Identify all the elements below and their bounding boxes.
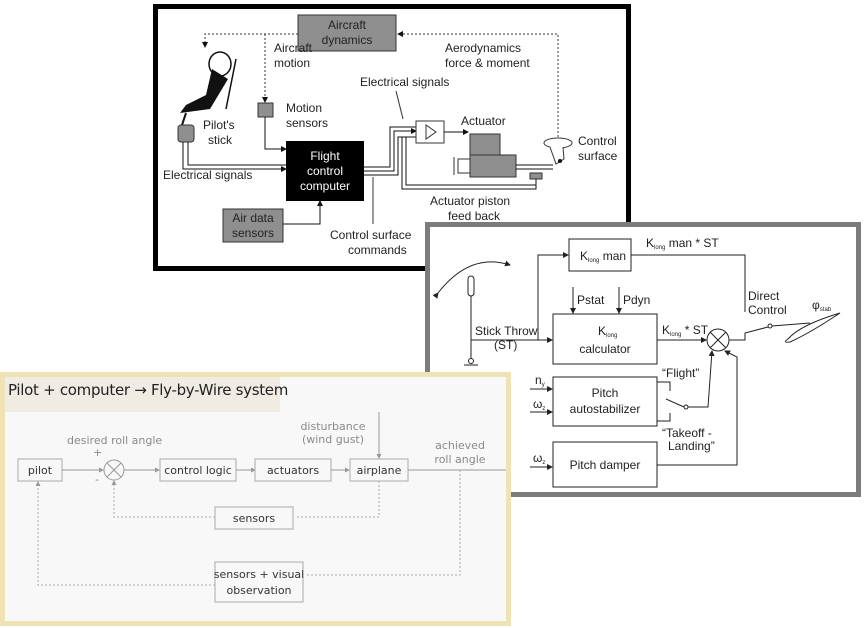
svg-text:dynamics: dynamics <box>322 33 373 47</box>
svg-text:Klong * ST: Klong * ST <box>662 323 709 338</box>
pilot-figure-icon <box>180 51 237 126</box>
svg-text:calculator: calculator <box>579 342 630 356</box>
svg-text:motion: motion <box>274 56 310 70</box>
longitudinal-control-diagram: Stick Throw (ST) Klong man Klong man * S… <box>425 222 861 497</box>
pitch-damper-box: Pitch damper <box>552 441 658 488</box>
svg-text:airplane: airplane <box>357 464 402 477</box>
klong-calculator-box: Klong calculator <box>552 313 658 365</box>
svg-text:Klong man * ST: Klong man * ST <box>646 236 719 251</box>
svg-text:Actuator: Actuator <box>461 114 506 128</box>
svg-text:Klong man: Klong man <box>580 249 626 264</box>
svg-text:Pstat: Pstat <box>577 293 605 307</box>
svg-text:Electrical signals: Electrical signals <box>163 168 252 182</box>
svg-text:feed back: feed back <box>448 209 501 223</box>
control-surface-icon <box>543 137 573 165</box>
pitch-autostabilizer-box: Pitch autostabilizer <box>552 376 658 427</box>
aircraft-dynamics-box: Aircraft dynamics <box>297 14 397 52</box>
hardware-diagram-canvas: Aircraft dynamics Aircraft motion Aerody… <box>163 14 618 257</box>
svg-text:force & moment: force & moment <box>445 56 530 70</box>
svg-text:sensors: sensors <box>286 116 328 130</box>
title-bar: Pilot + computer → Fly-by-Wire system <box>5 377 288 412</box>
svg-text:Actuator piston: Actuator piston <box>430 194 510 208</box>
flight-control-computer-box: Flight control computer <box>286 141 364 201</box>
pilot-box: pilot <box>17 458 63 482</box>
fly-by-wire-block-diagram: Pilot + computer → Fly-by-Wire system de… <box>0 372 511 626</box>
svg-text:Pitch: Pitch <box>592 386 619 400</box>
svg-text:Aircraft: Aircraft <box>274 41 313 55</box>
block-diagram-canvas: desired roll angle + - pilot control log… <box>17 412 506 603</box>
svg-text:(ST): (ST) <box>494 338 517 352</box>
svg-text:+: + <box>93 446 102 459</box>
airplane-box: airplane <box>349 458 409 482</box>
svg-text:φstab: φstab <box>812 298 832 313</box>
svg-text:roll angle: roll angle <box>434 453 485 466</box>
svg-text:Pdyn: Pdyn <box>623 293 650 307</box>
summing-junction-icon <box>103 459 125 481</box>
sensors-visual-observation-box: sensors + visual observation <box>214 561 304 603</box>
svg-text:Klong: Klong <box>598 324 617 339</box>
svg-text:achieved: achieved <box>435 439 485 452</box>
svg-text:stick: stick <box>208 133 233 147</box>
pilot-stick-icon <box>177 124 195 143</box>
svg-text:“Takeoff -: “Takeoff - <box>662 426 712 440</box>
svg-text:disturbance: disturbance <box>300 420 365 433</box>
svg-text:Pitch damper: Pitch damper <box>570 458 641 472</box>
dynamics-to-pilot-line <box>202 33 298 48</box>
svg-text:computer: computer <box>300 179 350 193</box>
svg-text:Control surface: Control surface <box>330 228 412 242</box>
fly-by-wire-hardware-diagram: Aircraft dynamics Aircraft motion Aerody… <box>153 4 631 271</box>
svg-text:(wind gust): (wind gust) <box>302 433 364 446</box>
svg-text:Flight: Flight <box>310 149 340 163</box>
svg-text:Stick Throw: Stick Throw <box>475 324 538 338</box>
svg-text:Pilot's: Pilot's <box>203 118 235 132</box>
svg-text:control: control <box>307 164 343 178</box>
summing-junction-icon <box>706 328 730 352</box>
actuator-icon <box>453 133 517 178</box>
svg-text:Aircraft: Aircraft <box>328 18 367 32</box>
svg-text:pilot: pilot <box>28 464 53 477</box>
svg-text:Aerodynamics: Aerodynamics <box>445 41 521 55</box>
amplifier-icon <box>425 124 437 140</box>
svg-text:observation: observation <box>226 584 291 597</box>
svg-text:surface: surface <box>578 149 618 163</box>
klong-man-box: Klong man <box>568 238 632 272</box>
svg-text:Electrical signals: Electrical signals <box>360 75 449 89</box>
svg-text:ωz: ωz <box>533 451 545 466</box>
svg-text:-: - <box>95 473 99 486</box>
svg-text:Control: Control <box>748 303 787 317</box>
air-data-sensors-box: Air data sensors <box>222 208 284 243</box>
svg-text:Motion: Motion <box>286 101 322 115</box>
slide-title: Pilot + computer → Fly-by-Wire system <box>8 381 289 399</box>
motion-sensors-box <box>257 102 274 118</box>
svg-text:“Flight”: “Flight” <box>662 366 699 380</box>
actuators-box: actuators <box>254 458 332 482</box>
svg-text:ny: ny <box>535 373 545 388</box>
svg-text:desired roll angle: desired roll angle <box>67 434 162 447</box>
svg-text:Direct: Direct <box>748 289 780 303</box>
svg-text:control logic: control logic <box>164 464 232 477</box>
svg-text:Landing”: Landing” <box>668 439 715 453</box>
svg-text:ωz: ωz <box>533 397 545 412</box>
svg-text:sensors: sensors <box>232 226 274 240</box>
control-logic-box: control logic <box>159 458 237 482</box>
svg-text:actuators: actuators <box>267 464 319 477</box>
svg-text:commands: commands <box>348 243 407 257</box>
svg-text:sensors + visual: sensors + visual <box>214 568 304 581</box>
mode-switch <box>729 326 769 341</box>
svg-text:autostabilizer: autostabilizer <box>570 402 641 416</box>
aero-force-line <box>397 31 559 137</box>
longitudinal-diagram-canvas: Stick Throw (ST) Klong man Klong man * S… <box>432 236 841 488</box>
control-stick-icon <box>432 260 511 366</box>
stabilizer-airfoil-icon <box>784 312 841 343</box>
svg-text:sensors: sensors <box>233 512 275 525</box>
svg-text:Control: Control <box>578 134 617 148</box>
sensors-box: sensors <box>214 506 294 530</box>
svg-text:Air data: Air data <box>232 211 274 225</box>
